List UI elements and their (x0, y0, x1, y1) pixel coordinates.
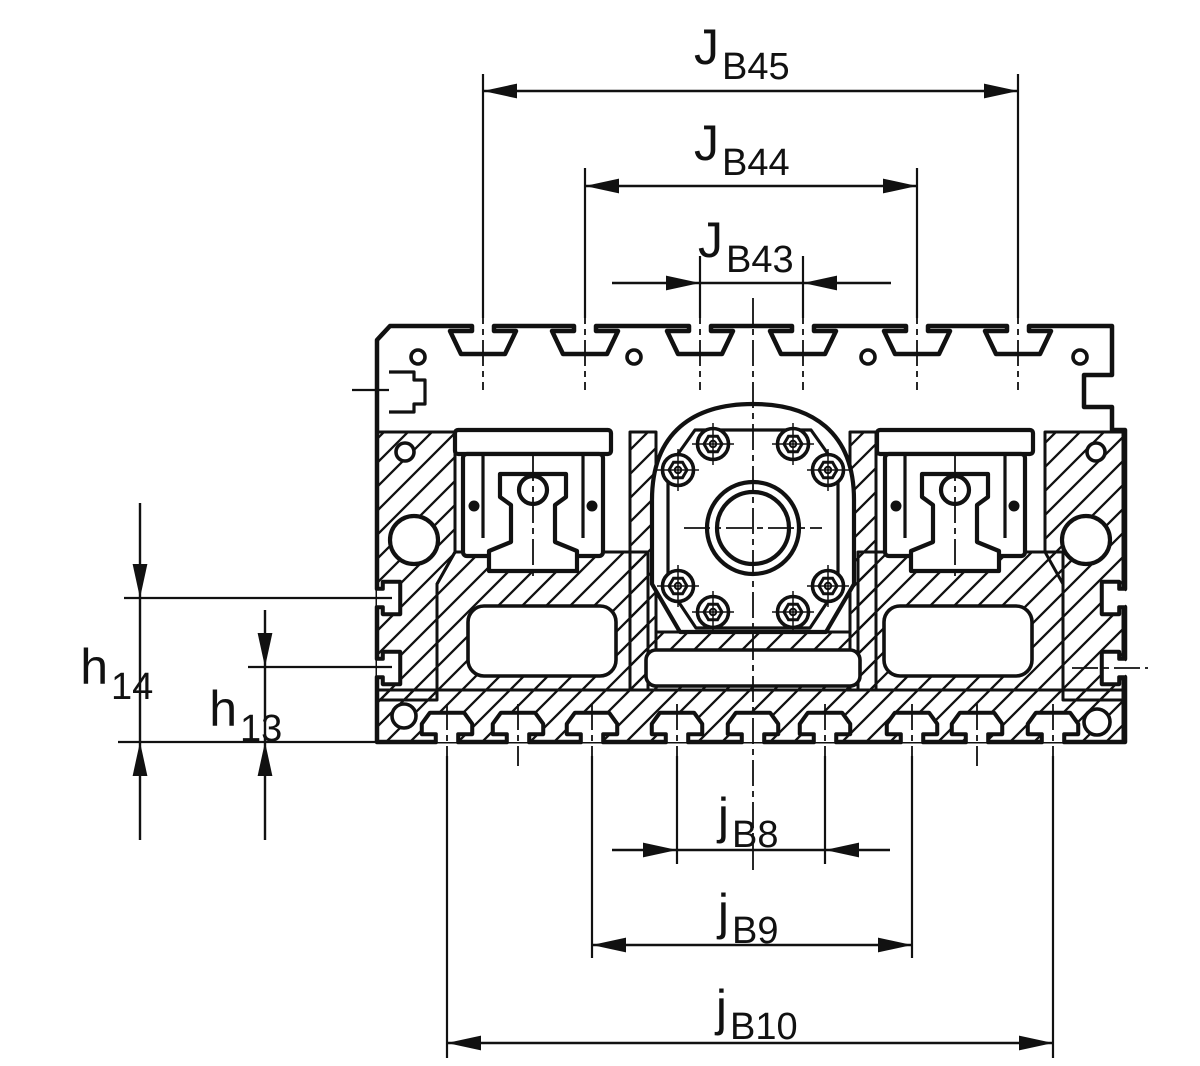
dimension-h14: h 14 (80, 503, 392, 840)
dimension-label-jb10-sub: B10 (730, 1006, 798, 1048)
dimension-label-jb8-sub: B8 (732, 814, 778, 856)
plate-hole (1071, 348, 1089, 366)
dimension-jb8: j B8 (612, 756, 890, 864)
wall-hole (1082, 707, 1112, 737)
wall-bore (387, 513, 441, 567)
dimension-label-jb8: j (716, 788, 729, 844)
arrowhead (1019, 1035, 1053, 1051)
dimension-label-jb43-sub: B43 (726, 239, 794, 281)
dimension-label-jb45: J (694, 19, 719, 75)
dimension-label-h13: h (209, 681, 237, 737)
right-side-slot (1100, 580, 1125, 616)
dimension-label-h13-sub: 13 (240, 708, 282, 750)
dimension-label-jb9-sub: B9 (732, 910, 778, 952)
arrowhead (592, 937, 626, 953)
dimension-label-h14-sub: 14 (111, 666, 153, 708)
arrowhead (483, 83, 517, 99)
arrowhead (643, 842, 677, 858)
arrowhead (666, 275, 700, 291)
right-side-slot (1100, 650, 1125, 686)
wall-hole (390, 702, 418, 730)
dimension-jb9: j B9 (590, 756, 914, 958)
dimension-label-jb43: J (698, 212, 723, 268)
arrowhead (447, 1035, 481, 1051)
dimension-label-h14: h (80, 639, 108, 695)
dimension-jb44: J B44 (583, 115, 919, 318)
wall-hole (394, 441, 416, 463)
housing-flange (666, 428, 840, 630)
dimension-label-jb44: J (694, 115, 719, 171)
plate-left-tab (389, 370, 427, 414)
carriage-top-plate (452, 427, 614, 457)
arrowhead (803, 275, 837, 291)
arrowhead (878, 937, 912, 953)
dimension-label-jb9: j (716, 884, 729, 940)
arrowhead (825, 842, 859, 858)
wall-bore (1059, 513, 1113, 567)
arrowhead (132, 742, 148, 776)
seal-dot (890, 500, 902, 512)
arrowhead (132, 564, 148, 598)
dimension-jb10: j B10 (445, 756, 1055, 1058)
hatch-flange-right-strip (848, 430, 878, 692)
arrowhead (257, 742, 273, 776)
bottom-t-slots (420, 711, 1080, 742)
seal-dot (468, 500, 480, 512)
wall-hole (1085, 441, 1107, 463)
dimension-label-jb10: j (714, 980, 727, 1036)
dimension-label-jb45-sub: B45 (722, 46, 790, 88)
dimension-h13: h 13 (209, 610, 392, 840)
carriage-top-plate (874, 427, 1036, 457)
cavity-left (466, 604, 618, 678)
dimension-jb45: J B45 (481, 19, 1020, 318)
cavity-right (882, 604, 1034, 678)
arrowhead (257, 633, 273, 667)
arrowhead (585, 178, 619, 194)
plate-hole (409, 348, 427, 366)
arrowhead (883, 178, 917, 194)
arrowhead (984, 83, 1018, 99)
seal-dot (1008, 500, 1020, 512)
seal-dot (586, 500, 598, 512)
dimension-label-jb44-sub: B44 (722, 142, 790, 184)
plate-hole (859, 348, 877, 366)
dimension-jb43: J B43 (612, 212, 891, 318)
plate-hole (625, 348, 643, 366)
